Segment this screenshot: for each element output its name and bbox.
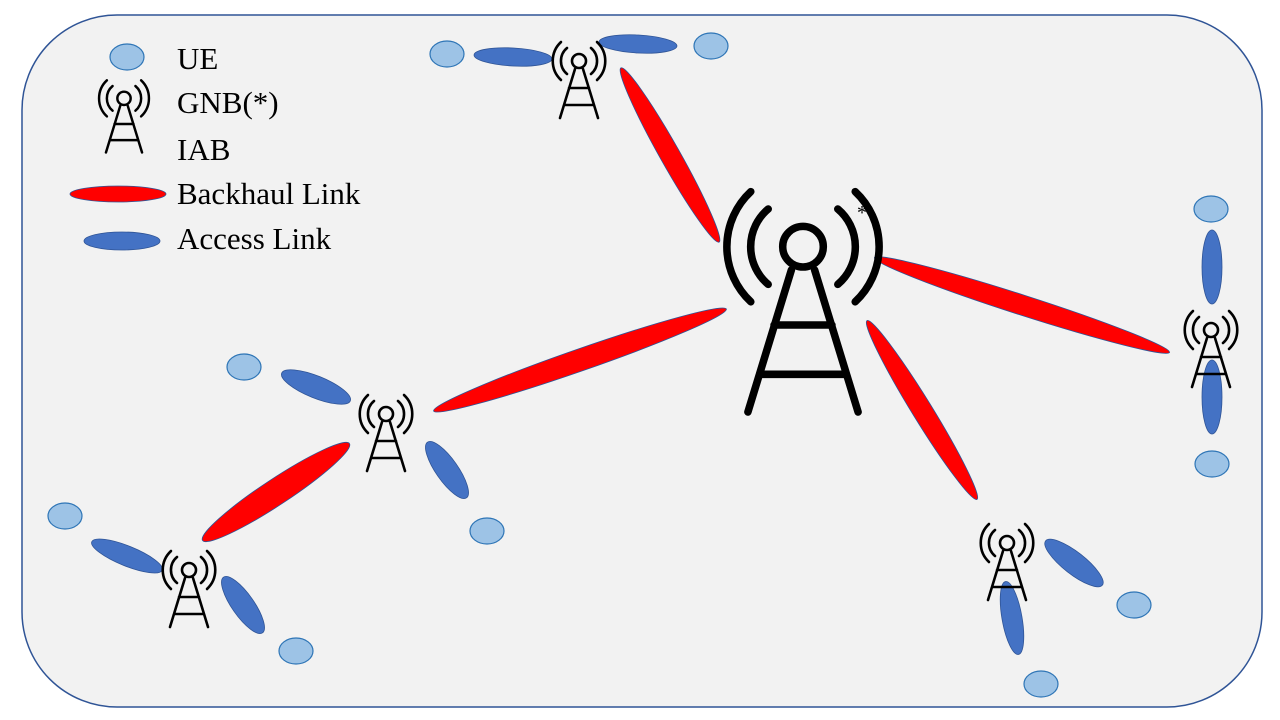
- ue: [1023, 670, 1059, 698]
- legend-backhaul-icon: [69, 185, 167, 203]
- ue: [278, 637, 314, 665]
- legend-iab-label: IAB: [177, 132, 230, 167]
- access-link: [598, 34, 678, 54]
- ues: [47, 32, 1230, 698]
- ue: [1116, 591, 1152, 619]
- backhaul-links: [201, 67, 1171, 543]
- access-link: [999, 581, 1025, 655]
- legend-access-icon: [83, 231, 161, 251]
- legend-ue-icon: [109, 43, 145, 71]
- backhaul-link-gnb-top: [619, 67, 721, 243]
- backhaul-link-gnb-left: [433, 307, 727, 413]
- legend-access-label: Access Link: [177, 221, 332, 256]
- ue: [1193, 195, 1229, 223]
- access-link: [281, 369, 351, 405]
- backhaul-link-left-bottom-left: [201, 441, 351, 543]
- backhaul-link-gnb-bottom-right: [865, 320, 979, 500]
- ue: [469, 517, 505, 545]
- ue: [429, 40, 465, 68]
- access-link: [1044, 538, 1104, 588]
- ue: [693, 32, 729, 60]
- ue: [226, 353, 262, 381]
- access-link: [1201, 229, 1223, 305]
- legend-backhaul-label: Backhaul Link: [177, 176, 361, 211]
- diagram-frame: [21, 14, 1263, 708]
- legend: UE GNB(*) IAB Backhaul Link Access Link: [69, 41, 361, 256]
- access-link: [1201, 359, 1223, 435]
- access-links: [91, 34, 1223, 655]
- access-link: [221, 576, 265, 634]
- access-link: [425, 441, 469, 499]
- ue: [47, 502, 83, 530]
- backhaul-link-gnb-right: [873, 256, 1171, 354]
- ue: [1194, 450, 1230, 478]
- gnb-marker: *: [857, 202, 867, 224]
- legend-ue-label: UE: [177, 41, 218, 76]
- legend-gnb-label: GNB(*): [177, 85, 279, 120]
